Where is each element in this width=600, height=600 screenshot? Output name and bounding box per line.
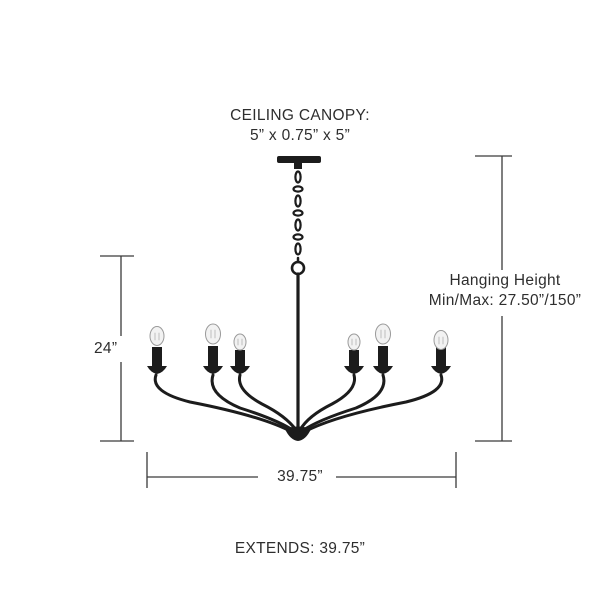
candle-cups	[147, 366, 451, 374]
bulb	[205, 323, 221, 345]
bulb	[375, 323, 391, 345]
bulbs	[149, 323, 449, 351]
fixture-width-label: 39.75”	[277, 468, 323, 485]
bulb-filaments	[154, 329, 444, 346]
candle-sleeves	[152, 346, 446, 367]
arms	[153, 373, 444, 434]
fixture-height-dimension	[100, 255, 134, 442]
fixture-width-dimension	[146, 452, 457, 488]
ceiling-canopy	[277, 156, 321, 163]
fixture-height-label: 24”	[94, 340, 118, 357]
canopy-title: CEILING CANOPY:	[230, 107, 370, 124]
chain	[292, 170, 304, 256]
bulb	[347, 333, 361, 351]
canopy-dimensions: 5” x 0.75” x 5”	[249, 127, 351, 144]
bulb	[233, 333, 247, 351]
bulb	[149, 326, 165, 346]
hanging-height-dimension	[475, 155, 512, 442]
bulb	[433, 330, 449, 350]
hanging-height-title: Hanging Height	[449, 272, 561, 289]
extends-label: EXTENDS: 39.75”	[234, 540, 366, 557]
loop-ring	[290, 260, 306, 276]
hanging-height-range: Min/Max: 27.50”/150”	[428, 292, 582, 309]
chandelier	[147, 156, 451, 441]
